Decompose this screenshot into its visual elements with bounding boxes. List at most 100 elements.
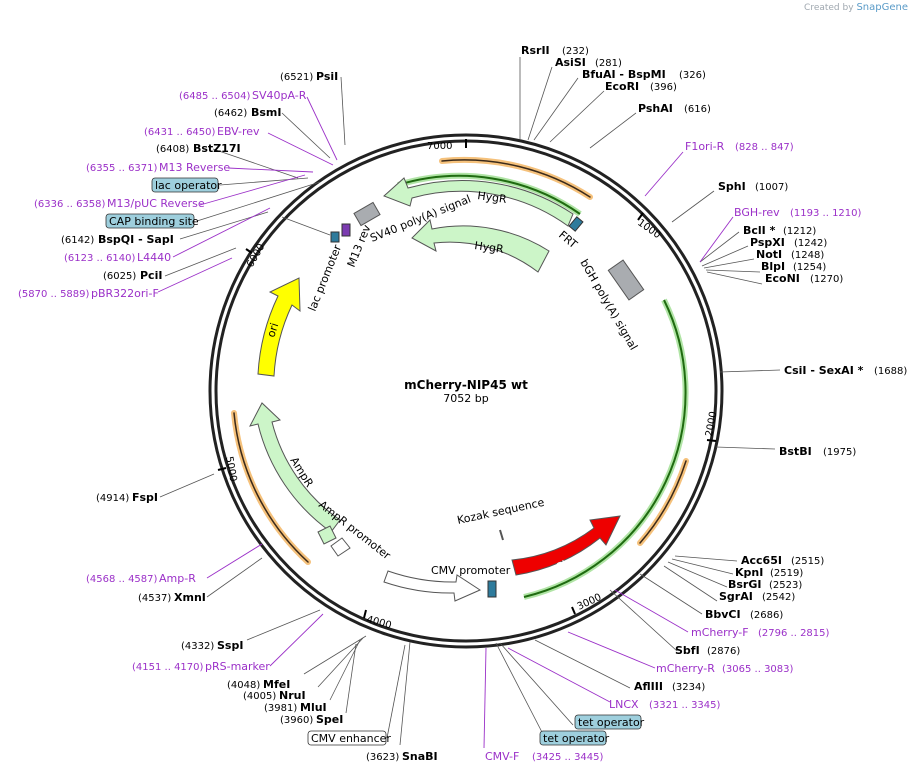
- scale-ticks: [217, 139, 717, 619]
- enzyme-snabi: SnaBI: [402, 750, 438, 763]
- enzyme-csii: CsiI - SexAI *: [784, 364, 864, 377]
- primer-m13-puc-reverse: M13/pUC Reverse: [107, 197, 205, 210]
- enzyme-bfuai-pos: (326): [679, 70, 706, 81]
- enzyme-bbvci: BbvCI: [705, 608, 741, 621]
- primer-l4440-range: (6123 .. 6140): [64, 253, 136, 264]
- kozak-marker: [499, 529, 504, 541]
- box-tet-operator-2: tet operator: [543, 732, 610, 745]
- plasmid-name: mCherry-NIP45 wt: [404, 378, 528, 392]
- enzyme-spei-pos: (3960): [280, 715, 313, 726]
- tick-5000: 5000: [223, 456, 238, 483]
- plasmid-length: 7052 bp: [443, 392, 488, 405]
- tet-operator-marker: [487, 580, 497, 598]
- enzyme-econi: EcoNI: [765, 272, 800, 285]
- enzyme-kpni: KpnI: [735, 566, 763, 579]
- enzyme-afliii-pos: (3234): [672, 682, 705, 693]
- primer-ebv-rev-range: (6431 .. 6450): [144, 127, 216, 138]
- enzyme-asisi-pos: (281): [595, 58, 622, 69]
- tick-7000: 7000: [427, 141, 452, 152]
- hygr-inner-arrow: [411, 219, 550, 273]
- enzyme-bcli: BclI *: [743, 224, 776, 237]
- lac-promoter-label: lac promoter: [306, 243, 345, 314]
- enzyme-csii-pos: (1688): [874, 366, 907, 377]
- primer-sv40pa-r-range: (6485 .. 6504): [179, 91, 251, 102]
- primer-f1ori-r: F1ori-R: [685, 140, 725, 153]
- frt-marker: [568, 216, 584, 232]
- enzyme-acc65i-pos: (2515): [791, 556, 824, 567]
- primer-cmv-f-range: (3425 .. 3445): [532, 752, 604, 763]
- box-cmv-enhancer: CMV enhancer: [311, 732, 391, 745]
- tick-2000: 2000: [704, 411, 719, 438]
- enzyme-blpi-pos: (1254): [793, 262, 826, 273]
- primer-pbr322ori-f: pBR322ori-F: [91, 287, 159, 300]
- hygr-outer-arrow: [383, 177, 574, 227]
- enzyme-rsrii: RsrII: [521, 44, 550, 57]
- enzyme-xmni-pos: (4537): [138, 593, 171, 604]
- enzyme-sbfi: SbfI: [675, 644, 700, 657]
- enzyme-mlui-pos: (3981): [264, 703, 297, 714]
- primer-mcherry-f: mCherry-F: [691, 626, 749, 639]
- ori-label: ori: [264, 321, 281, 339]
- primer-mcherry-r-range: (3065 .. 3083): [722, 664, 794, 675]
- snapgene-logo: SnapGene: [856, 2, 908, 13]
- primer-m13-puc-reverse-range: (6336 .. 6358): [34, 199, 106, 210]
- enzyme-blpi: BlpI: [761, 260, 785, 273]
- enzyme-noti-pos: (1248): [791, 250, 824, 261]
- cmv-promoter-label: CMV promoter: [431, 564, 511, 577]
- enzyme-pspxi-pos: (1242): [794, 238, 827, 249]
- primer-pbr322ori-f-range: (5870 .. 5889): [18, 289, 90, 300]
- enzyme-bfuai: BfuAI - BspMI: [582, 68, 666, 81]
- hygr-inner-label: HygR: [474, 239, 505, 256]
- enzyme-mlui: MluI: [300, 701, 327, 714]
- enzyme-noti: NotI: [756, 248, 782, 261]
- amp-small-arrow: [330, 537, 351, 557]
- primer-f1ori-r-range: (828 .. 847): [735, 142, 794, 153]
- enzyme-fspi-pos: (4914): [96, 493, 129, 504]
- enzyme-pshai-pos: (616): [684, 104, 711, 115]
- enzyme-bstbi: BstBI: [779, 445, 812, 458]
- enzyme-psii: PsiI: [316, 70, 338, 83]
- leader-lines: [159, 57, 781, 746]
- enzyme-bspqi-pos: (6142): [61, 235, 94, 246]
- enzyme-nrui: NruI: [279, 689, 306, 702]
- enzyme-sbfi-pos: (2876): [707, 646, 740, 657]
- enzyme-bspqi: BspQI - SapI: [98, 233, 174, 246]
- primer-bgh-rev: BGH-rev: [734, 206, 780, 219]
- primer-amp-r-range: (4568 .. 4587): [86, 574, 158, 585]
- primer-m13-reverse: M13 Reverse: [159, 161, 230, 174]
- ampr-promoter-arrow: [317, 525, 337, 545]
- enzyme-pcii-pos: (6025): [103, 271, 136, 282]
- enzyme-mfei-pos: (4048): [227, 680, 260, 691]
- enzyme-labels: RsrII (232) AsiSI (281) BfuAI - BspMI (3…: [61, 44, 907, 763]
- box-lac-operator: lac operator: [155, 179, 222, 192]
- enzyme-bsrgi: BsrGI: [728, 578, 761, 591]
- enzyme-asisi: AsiSI: [555, 56, 586, 69]
- primer-mcherry-f-range: (2796 .. 2815): [758, 628, 830, 639]
- enzyme-bstz17i: BstZ17I: [193, 142, 241, 155]
- enzyme-pcii: PciI: [140, 269, 162, 282]
- mcherry-arrow: [511, 515, 621, 576]
- enzyme-fspi: FspI: [132, 491, 158, 504]
- enzyme-xmni: XmnI: [174, 591, 206, 604]
- enzyme-ecori: EcoRI: [605, 80, 639, 93]
- enzyme-sgrai: SgrAI: [719, 590, 753, 603]
- primer-mcherry-r: mCherry-R: [656, 662, 715, 675]
- enzyme-spei: SpeI: [316, 713, 343, 726]
- enzyme-afliii: AflIII: [634, 680, 663, 693]
- primer-ebv-rev: EBV-rev: [217, 125, 260, 138]
- primer-amp-r: Amp-R: [159, 572, 196, 585]
- enzyme-sspi: SspI: [217, 639, 243, 652]
- primer-l4440: L4440: [137, 251, 171, 264]
- box-tet-operator-1: tet operator: [578, 716, 645, 729]
- ori-arrow: [257, 277, 301, 377]
- enzyme-kpni-pos: (2519): [770, 568, 803, 579]
- enzyme-bsmi-pos: (6462): [214, 108, 247, 119]
- primer-lncx: LNCX: [609, 698, 639, 711]
- enzyme-bstbi-pos: (1975): [823, 447, 856, 458]
- enzyme-nrui-pos: (4005): [243, 691, 276, 702]
- enzyme-sgrai-pos: (2542): [762, 592, 795, 603]
- box-cap-binding-site: CAP binding site: [109, 215, 199, 228]
- enzyme-pspxi: PspXI: [750, 236, 785, 249]
- enzyme-acc65i: Acc65I: [741, 554, 782, 567]
- orf-arc-green: [397, 172, 689, 600]
